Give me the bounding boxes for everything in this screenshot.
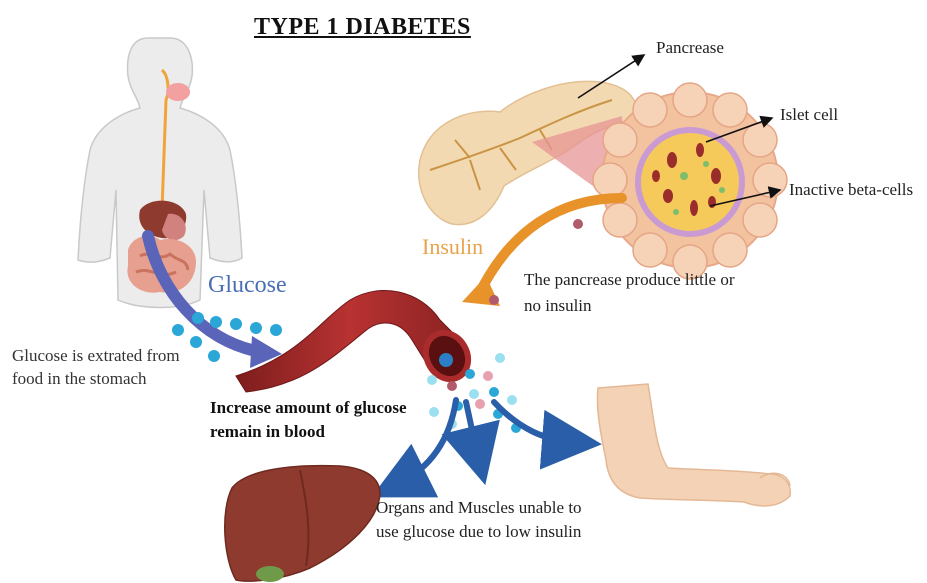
label-increase-line1: Increase amount of glucose	[210, 398, 407, 418]
label-extract-line2: food in the stomach	[12, 369, 147, 389]
label-extract-line1: Glucose is extrated from	[12, 346, 180, 366]
label-inactive-beta-cells: Inactive beta-cells	[789, 180, 913, 200]
arm-shape	[597, 384, 790, 506]
arrow-down	[466, 402, 478, 456]
arrow-to-arm	[494, 402, 572, 442]
label-pancreas: Pancrease	[656, 38, 724, 58]
label-increase-line2: remain in blood	[210, 422, 325, 442]
glucose-particle	[439, 353, 453, 367]
distribution-arrows	[398, 400, 572, 484]
page-title: TYPE 1 DIABETES	[254, 14, 471, 41]
label-organs-line1: Organs and Muscles unable to	[376, 498, 582, 518]
label-pancreas-note-line2: no insulin	[524, 296, 592, 316]
insulin-particle	[573, 219, 583, 229]
insulin-particle	[489, 295, 499, 305]
arm-illustration	[597, 384, 790, 506]
label-glucose: Glucose	[208, 272, 287, 299]
blood-vessel	[236, 290, 476, 392]
liver-organ	[225, 466, 380, 582]
gallbladder-icon	[256, 566, 284, 582]
label-insulin: Insulin	[422, 234, 483, 260]
label-islet-cell: Islet cell	[780, 105, 838, 125]
label-pancreas-note-line1: The pancrease produce little or	[524, 270, 735, 290]
mouth-icon	[166, 83, 190, 101]
label-organs-line2: use glucose due to low insulin	[376, 522, 581, 542]
islet-core	[638, 130, 742, 234]
